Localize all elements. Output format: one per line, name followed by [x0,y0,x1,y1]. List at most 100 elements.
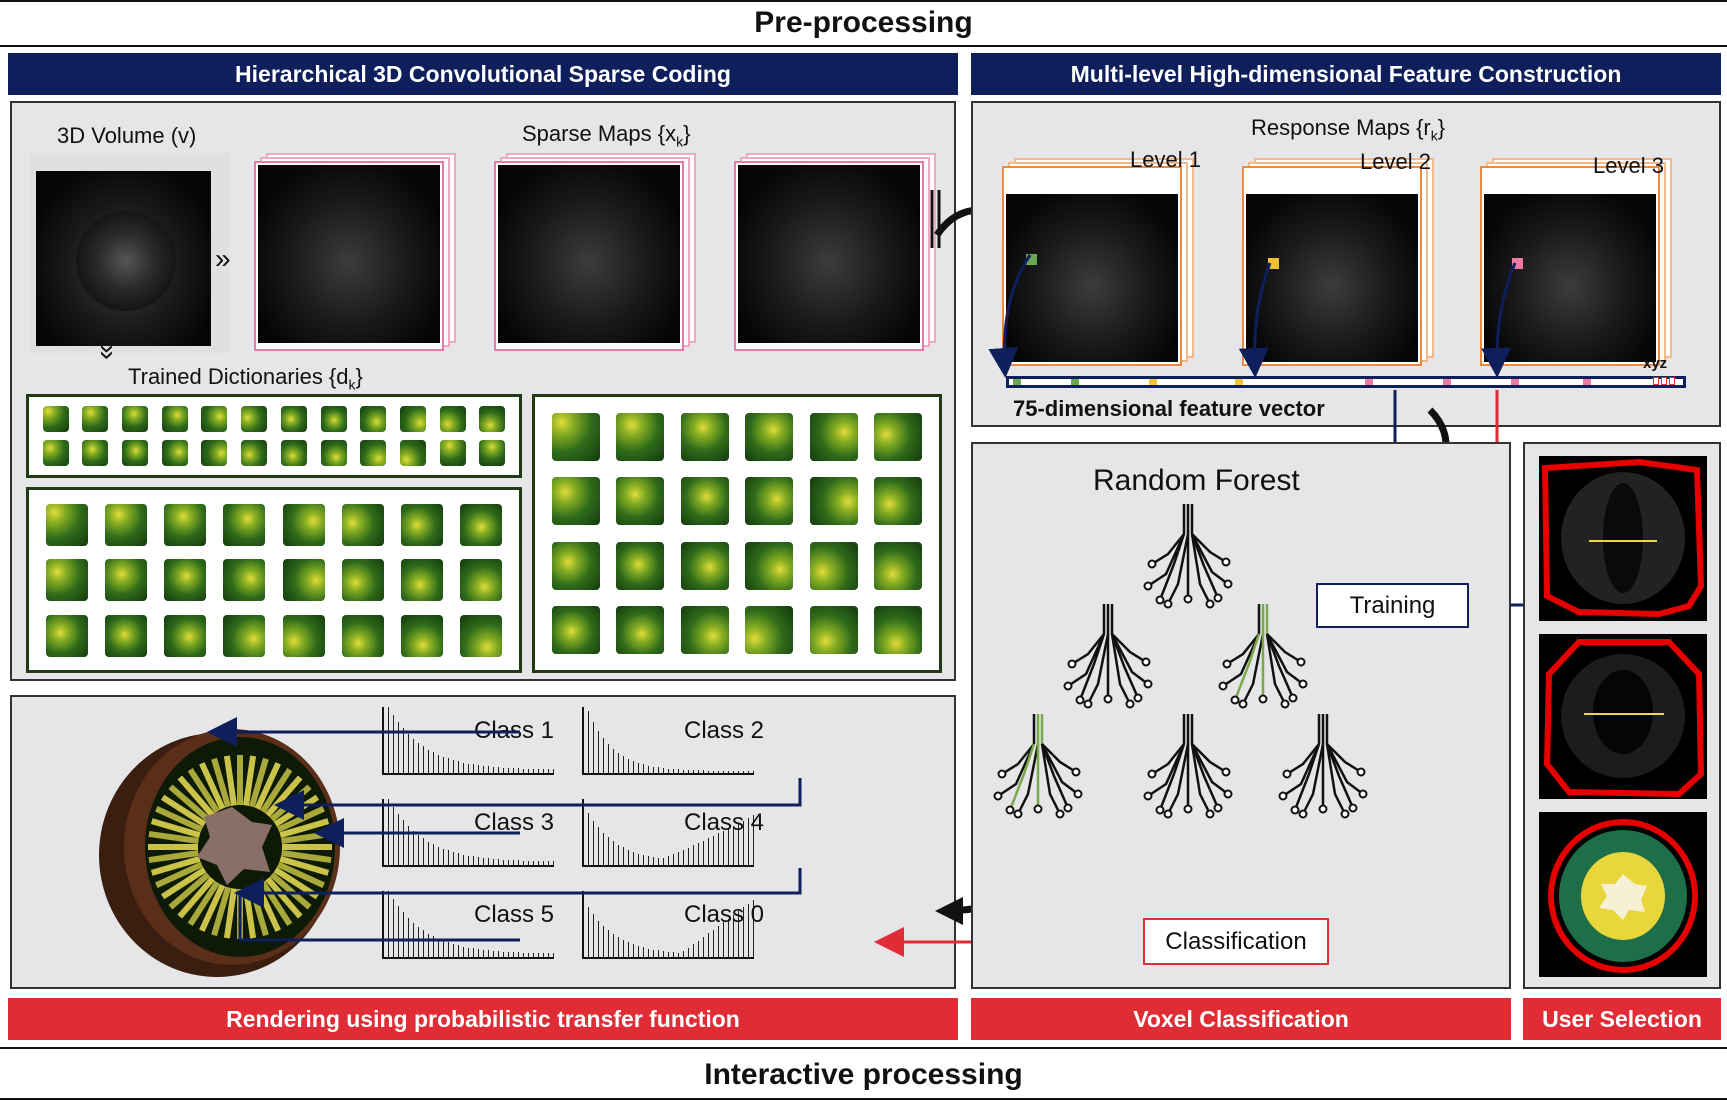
histogram-bar [513,952,514,957]
histogram-bar [603,925,604,957]
dictionary-atom [223,559,266,601]
xyz-cell [1661,377,1667,385]
response-stack-3 [1476,158,1676,368]
histogram-bar [678,769,679,773]
sparse-maps-label: Sparse Maps {xk} [522,121,691,150]
histogram-bar [408,917,409,957]
kiwi-seed-ray [199,762,226,811]
dictionary-atom [400,503,443,546]
histogram-bar [733,825,734,865]
dictionary-atom [745,413,794,462]
histogram-bar [553,769,554,773]
histogram-bar [518,952,519,957]
histogram-bar [693,944,694,957]
histogram-bar [633,851,634,865]
dictionary-atom [223,503,266,546]
dictionaries-label: Trained Dictionaries {dk} [128,364,363,393]
kiwi-seed-ray [168,872,211,910]
histogram-bar [538,769,539,773]
dictionary-atom [122,440,149,467]
histogram-bar [738,823,739,865]
dictionary-atom [809,477,858,526]
histogram-bar [753,899,754,957]
histogram-bar [633,761,634,773]
xyz-label: xyz [1643,355,1668,372]
histogram-bar [753,770,754,773]
xyz-cell [1653,377,1659,385]
histogram-bar [708,838,709,865]
histogram-bar [753,815,754,865]
histogram-bar [418,834,419,865]
histogram-bar [523,952,524,957]
classification-box[interactable]: Classification [1143,918,1329,965]
selection-slice-3[interactable] [1539,812,1707,977]
histogram-bar [428,749,429,773]
decision-tree [1143,504,1233,609]
histogram-bar [543,861,544,865]
arrow-to-sparse: » [215,243,231,274]
histogram-bar [618,844,619,865]
training-box[interactable]: Training [1316,583,1469,628]
dictionary-atom [341,614,384,657]
histogram-bar [408,733,409,773]
histogram-bar [448,942,449,957]
histogram-bar [443,940,444,957]
histogram-bar [628,942,629,957]
kiwi-seed-ray [211,886,232,937]
histogram-bar [748,903,749,957]
dictionary-atom [680,541,729,590]
histogram-bar [483,857,484,865]
histogram-bar [523,768,524,773]
histogram-bar [588,907,589,957]
histogram-bar [398,721,399,773]
interactive-processing-title: Interactive processing [704,1058,1023,1091]
selection-slice-2[interactable] [1539,634,1707,799]
histogram-bar [453,944,454,957]
user-selection-panel [1523,442,1721,989]
histogram-bar [593,914,594,957]
histogram-bar [713,929,714,957]
histogram-bar [393,806,394,865]
histogram-bar [498,859,499,865]
level-1-label: Level 1 [1130,147,1201,172]
dictionary-atom [161,405,188,432]
histogram-bar [453,760,454,773]
sparse-coding-panel: 3D Volume (v) Sparse Maps {xk} » » Train… [10,101,956,681]
dictionary-atom [745,541,794,590]
dictionary-atom [399,405,426,432]
feature-cell [1013,379,1021,385]
histogram-bar [723,770,724,773]
histogram-bar [728,828,729,865]
dictionary-atom [164,503,207,546]
selection-slice-1[interactable] [1539,456,1707,621]
histogram-bar [528,860,529,865]
histogram-bar [623,847,624,865]
dictionary-atom [551,413,600,462]
histogram-bar [688,847,689,865]
kiwi-seed-ray [148,830,199,844]
dictionary-atom [439,405,466,432]
kiwi-seed-ray [168,784,211,822]
histogram-bar [513,768,514,773]
histogram-bar [488,766,489,773]
histogram-bar [458,853,459,865]
dictionary-atom [680,605,729,654]
kiwi-seed-ray [223,755,237,806]
histogram-bar [433,936,434,957]
kiwi-seed-ray [223,888,237,939]
dictionary-atom [320,405,347,432]
histogram-bar [438,938,439,957]
histogram-bar [503,951,504,957]
feature-cell [1071,379,1079,385]
top-rule-2 [0,45,1727,47]
histogram-bar [533,768,534,773]
histogram-bar [508,767,509,773]
dictionary-atom [399,440,426,467]
histogram-bar [538,953,539,957]
dictionary-atom [46,503,89,546]
dictionary-atom [122,405,149,432]
histogram-bar [408,825,409,865]
kiwi-seed-ray [177,876,215,919]
decision-tree [1218,604,1308,709]
histogram-bar [463,946,464,957]
